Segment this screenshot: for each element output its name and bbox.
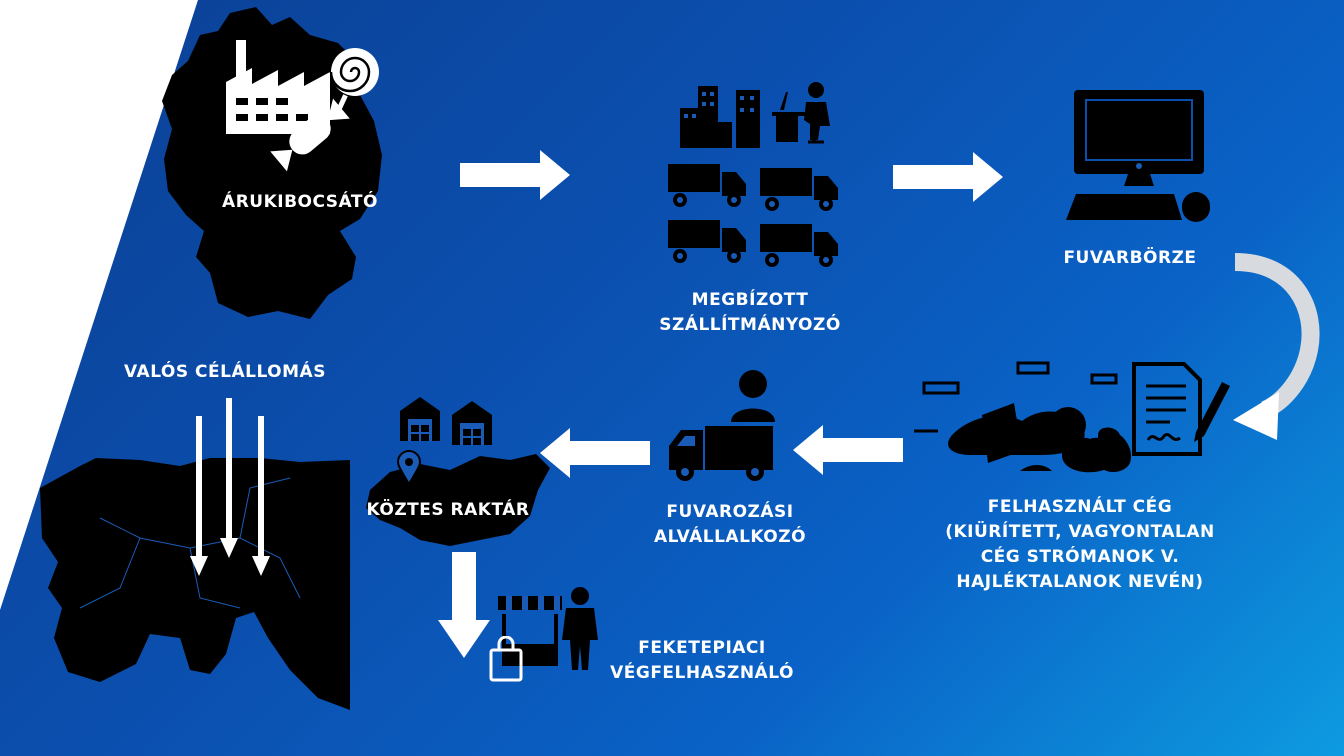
- koztes-raktar-label: KÖZTES RAKTÁR: [366, 500, 530, 520]
- white-diagonal-panel: [0, 0, 198, 610]
- valos-celallomas-label: VALÓS CÉLÁLLOMÁS: [124, 362, 326, 382]
- megbizott-line1: MEGBÍZOTT: [691, 290, 809, 310]
- felhasznalt-line2: (KIÜRÍTETT, VAGYONTALAN: [945, 522, 1215, 542]
- feketepiaci-line1: FEKETEPIACI: [638, 638, 766, 658]
- person-icon: [562, 587, 598, 670]
- truck-fleet-icon: [668, 164, 838, 267]
- destination-arrows: [190, 398, 270, 576]
- arrow-left-4: [540, 428, 650, 478]
- feketepiaci-line2: VÉGFELHASZNÁLÓ: [610, 663, 794, 683]
- shopping-bag-icon: [489, 636, 523, 682]
- factory-icon: [226, 40, 330, 134]
- feketepiaci-label: FEKETEPIACI VÉGFELHASZNÁLÓ: [602, 636, 802, 686]
- megbizott-label: MEGBÍZOTT SZÁLLÍTMÁNYOZÓ: [640, 288, 860, 338]
- fuvarozasi-line2: ALVÁLLALKOZÓ: [653, 527, 807, 547]
- europe-map-icon: [40, 458, 350, 710]
- fuvarozasi-label: FUVAROZÁSI ALVÁLLALKOZÓ: [630, 500, 830, 550]
- felhasznalt-line3: CÉG STRÓMANOK V.: [980, 547, 1180, 567]
- arrow-left-3: [793, 425, 903, 475]
- felhasznalt-label: FELHASZNÁLT CÉG (KIÜRÍTETT, VAGYONTALAN …: [935, 495, 1225, 595]
- debris-icon: [914, 361, 1132, 473]
- candy-icon: [270, 48, 379, 172]
- fuvarborze-label: FUVARBÖRZE: [1063, 248, 1197, 268]
- contract-icon: [1132, 362, 1230, 456]
- megbizott-line2: SZÁLLÍTMÁNYOZÓ: [659, 315, 841, 335]
- computer-icon: [1066, 90, 1210, 222]
- location-pin-icon: [396, 450, 422, 486]
- office-buildings-icon: [680, 86, 760, 148]
- keyboard-icon: [1066, 194, 1182, 220]
- warehouse-icon: [400, 397, 492, 445]
- felhasznalt-line1: FELHASZNÁLT CÉG: [987, 497, 1173, 517]
- felhasznalt-line4: HAJLÉKTALANOK NEVÉN): [956, 572, 1204, 592]
- arrow-down: [438, 552, 490, 658]
- arrow-right-2: [893, 152, 1003, 202]
- arukibocsato-label: ÁRUKIBOCSÁTÓ: [222, 192, 378, 212]
- office-worker-icon: [772, 82, 830, 144]
- mouse-icon: [1182, 192, 1210, 222]
- delivery-truck-icon: [669, 370, 775, 481]
- truck-icon: [668, 164, 746, 207]
- curved-arrow-down: [1233, 253, 1320, 440]
- fuvarozasi-line1: FUVAROZÁSI: [666, 502, 794, 522]
- arrow-right-1: [460, 150, 570, 200]
